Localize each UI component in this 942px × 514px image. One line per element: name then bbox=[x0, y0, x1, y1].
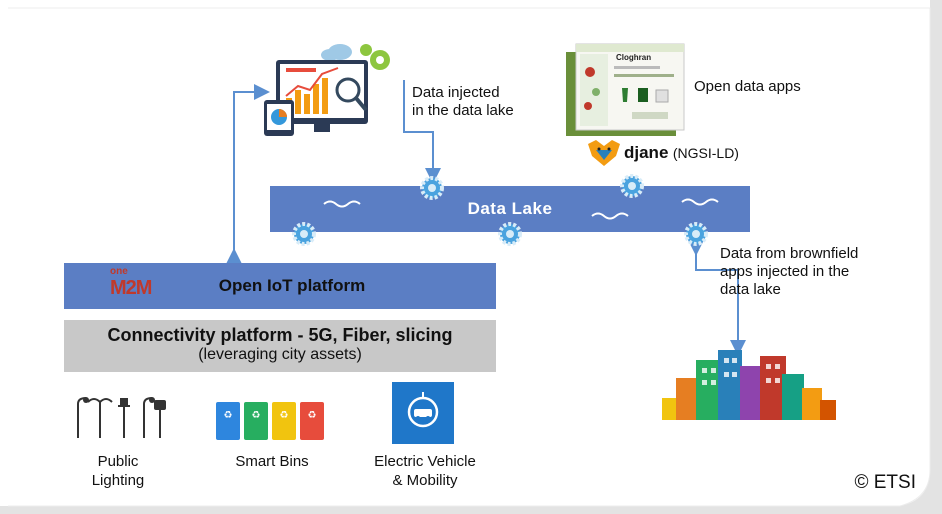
data-injected-line2: in the data lake bbox=[412, 102, 514, 119]
street-light-icon bbox=[77, 397, 166, 438]
dashboard-to-lake-arrow bbox=[403, 80, 441, 184]
connectivity-platform-band: Connectivity platform - 5G, Fiber, slici… bbox=[64, 320, 496, 372]
ev-mobility-line1: Electric Vehicle bbox=[374, 453, 476, 470]
gear-icon bbox=[684, 222, 708, 246]
gear-icon bbox=[498, 222, 522, 246]
svg-text:♻: ♻ bbox=[252, 410, 261, 421]
ev-mobility-line2: & Mobility bbox=[392, 472, 458, 489]
public-lighting-line2: Lighting bbox=[91, 472, 145, 489]
ev-charging-icon bbox=[392, 382, 454, 444]
smart-bins-label: Smart Bins bbox=[235, 453, 309, 470]
iot-to-dashboard-arrow bbox=[226, 84, 270, 264]
djane-label: djane (NGSI-LD) bbox=[624, 143, 739, 163]
brownfield-label: Data from brownfield apps injected in th… bbox=[720, 245, 858, 299]
city-buildings-icon bbox=[662, 350, 836, 420]
connectivity-subtitle: (leveraging city assets) bbox=[198, 346, 362, 363]
gear-icon bbox=[620, 174, 644, 198]
onem2m-logo-main: M2M bbox=[110, 277, 152, 299]
public-lighting-line1: Public bbox=[97, 453, 139, 470]
open-iot-platform-band: one M2M Open IoT platform bbox=[64, 263, 496, 309]
open-data-apps-label: Open data apps bbox=[694, 78, 801, 95]
svg-text:♻: ♻ bbox=[308, 410, 317, 421]
djane-logo-icon bbox=[588, 140, 620, 166]
data-lake-waves bbox=[323, 198, 719, 220]
data-lake-label: Data Lake bbox=[467, 199, 553, 218]
dashboard-illustration-icon bbox=[264, 44, 390, 136]
brownfield-line1: Data from brownfield bbox=[720, 245, 859, 262]
gear-icon bbox=[420, 176, 444, 200]
lake-to-buildings-arrow bbox=[688, 240, 746, 356]
data-injected-label: Data injected in the data lake bbox=[412, 84, 514, 120]
connectivity-title: Connectivity platform - 5G, Fiber, slici… bbox=[107, 325, 453, 345]
djane-name: djane bbox=[624, 143, 669, 162]
onem2m-logo-top: one bbox=[110, 266, 128, 277]
public-lighting-label: Public Lighting bbox=[70, 452, 166, 490]
djane-suffix: (NGSI-LD) bbox=[672, 145, 739, 161]
svg-text:♻: ♻ bbox=[224, 410, 233, 421]
gear-icon bbox=[292, 222, 316, 246]
data-injected-line1: Data injected bbox=[412, 84, 500, 101]
app-title: Cloghran bbox=[616, 53, 651, 62]
smart-bin-icon: ♻ ♻ ♻ ♻ bbox=[216, 402, 324, 440]
ev-mobility-label: Electric Vehicle & Mobility bbox=[350, 452, 500, 490]
onem2m-logo-icon: one M2M bbox=[110, 267, 170, 305]
brownfield-line2: apps injected in the bbox=[720, 263, 850, 280]
open-data-app-screenshot-icon: Cloghran bbox=[566, 43, 685, 136]
brownfield-line3: data lake bbox=[720, 281, 781, 298]
svg-text:♻: ♻ bbox=[280, 410, 289, 421]
open-iot-platform-label: Open IoT platform bbox=[218, 276, 366, 295]
copyright-label: © ETSI bbox=[854, 472, 916, 493]
